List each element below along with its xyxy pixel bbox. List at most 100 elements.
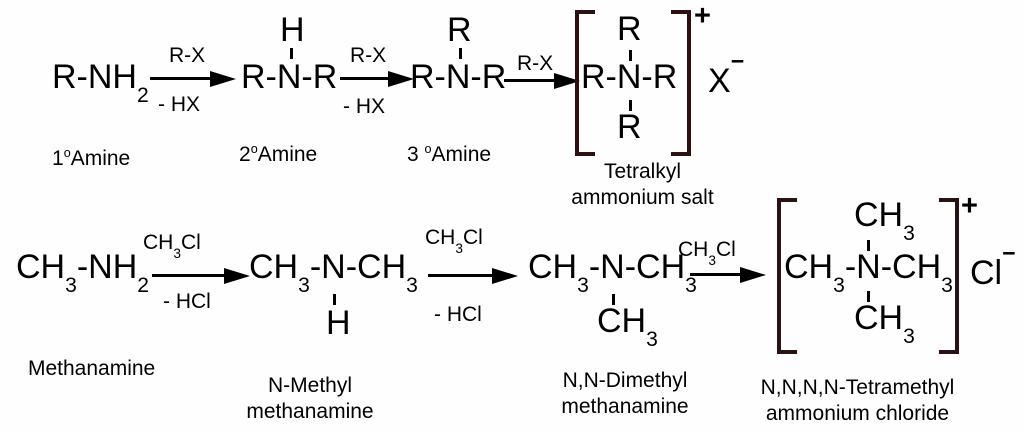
byproduct-label-hcl-1: - HCl — [163, 290, 211, 313]
label-text: Amine — [431, 143, 492, 166]
formula-text: R — [447, 11, 472, 49]
label-text: Amine — [70, 147, 131, 170]
left-bracket — [777, 198, 797, 354]
subscript: 3 — [903, 324, 915, 348]
byproduct-label-hx-2: - HX — [343, 95, 385, 118]
salt-bottom-r: R — [617, 108, 642, 146]
byproduct-label-hcl-2: - HCl — [434, 303, 482, 326]
positive-charge: + — [694, 0, 711, 32]
formula-text: R-NH — [52, 58, 137, 96]
arrow-shaft — [428, 274, 502, 277]
formula-text: Cl — [970, 254, 1003, 292]
reaction-arrow-1 — [150, 70, 236, 88]
negative-charge: − — [1002, 240, 1016, 267]
subscript: 3 — [941, 273, 953, 297]
vertical-bond — [867, 291, 870, 302]
arrow-head-icon — [224, 268, 250, 284]
substituent-h-secondary: H — [280, 11, 305, 49]
subscript: 3 — [708, 253, 716, 269]
subscript: 3 — [903, 221, 915, 245]
formula-text: -NH — [76, 248, 138, 286]
formula-text: H — [280, 11, 305, 49]
degree-symbol: o — [63, 146, 71, 160]
salt-bottom-ch3: CH3 — [854, 299, 915, 347]
formula-text: CH — [249, 248, 299, 286]
formula-primary-amine: R-NH2 — [52, 58, 149, 106]
vertical-bond — [333, 294, 336, 305]
vertical-bond — [459, 48, 462, 59]
positive-charge: + — [961, 190, 978, 222]
formula-text: CH — [854, 299, 904, 337]
arrow-shaft — [152, 274, 234, 277]
label-text: CH — [678, 238, 709, 261]
arrow-shaft — [690, 273, 750, 276]
subscript: 2 — [137, 273, 150, 297]
formula-methanamine: CH3-NH2 — [16, 248, 149, 296]
subscript: 3 — [298, 273, 310, 297]
label-line1: N-Methyl — [267, 374, 352, 397]
vertical-bond — [612, 294, 615, 305]
subscript: 3 — [455, 241, 463, 257]
subscript: 2 — [136, 83, 149, 107]
formula-text: R-N-R — [410, 58, 507, 96]
subscript: 3 — [406, 273, 418, 297]
reaction-arrow-3 — [504, 72, 580, 90]
reagent-label-ch3cl-3: CH3Cl — [678, 238, 736, 268]
formula-text: -N-CH — [588, 248, 686, 286]
formula-dimethyl-methanamine: CH3-N-CH3 — [528, 248, 697, 296]
counterion-cl: Cl− — [970, 242, 1016, 292]
label-text: CH — [143, 231, 174, 254]
formula-text: CH — [528, 248, 578, 286]
label-tetralkyl-salt: Tetralkyl ammonium salt — [555, 159, 730, 211]
formula-text: -N-CH — [309, 248, 407, 286]
reaction-arrow-b3 — [690, 266, 766, 284]
label-text: Cl — [715, 238, 736, 261]
substituent-ch3-below: CH3 — [597, 303, 658, 350]
formula-tertiary-amine: R-N-R — [410, 58, 507, 96]
formula-ammonium-core: R-N-R — [581, 58, 678, 96]
vertical-bond — [629, 50, 632, 61]
degree-symbol: o — [250, 142, 258, 156]
reaction-arrow-b2 — [428, 267, 518, 285]
label-line2: methanamine — [246, 400, 374, 423]
formula-text: H — [326, 304, 351, 342]
arrow-shaft — [340, 77, 398, 80]
right-bracket — [671, 10, 691, 156]
label-line2: ammonium chloride — [765, 402, 950, 425]
right-bracket — [939, 198, 959, 354]
formula-text: R-N-R — [241, 58, 338, 96]
subscript: 3 — [173, 246, 181, 262]
label-number: 2 — [239, 143, 251, 166]
label-number: 1 — [52, 147, 64, 170]
vertical-bond — [290, 48, 293, 59]
formula-text: X — [708, 62, 731, 100]
formula-tetramethylammonium-core: CH3-N-CH3 — [784, 249, 953, 296]
label-line1: N,N-Dimethyl — [562, 369, 688, 392]
arrow-shaft — [150, 77, 220, 80]
byproduct-label-hx-1: - HX — [158, 93, 200, 116]
formula-text: CH — [854, 196, 904, 234]
formula-text: R-N-R — [581, 58, 678, 96]
label-line1: Tetralkyl — [603, 160, 682, 183]
subscript: 3 — [646, 327, 658, 351]
left-bracket — [575, 10, 595, 156]
formula-text: CH — [16, 248, 66, 286]
label-line2: methanamine — [561, 395, 689, 418]
label-methanamine: Methanamine — [28, 357, 156, 380]
degree-symbol: o — [424, 142, 432, 156]
subscript: 3 — [685, 273, 697, 297]
reagent-label-ch3cl-2: CH3Cl — [425, 226, 483, 256]
reaction-arrow-2 — [340, 70, 414, 88]
label-text: Cl — [462, 226, 483, 249]
label-line2: ammonium salt — [571, 186, 714, 209]
negative-charge: − — [730, 48, 745, 75]
arrow-head-icon — [740, 267, 766, 283]
salt-top-r: R — [617, 11, 642, 48]
counterion-x: X− — [708, 50, 744, 100]
reagent-label-rx-1: R-X — [169, 44, 206, 67]
arrow-head-icon — [492, 268, 518, 284]
arrow-head-icon — [554, 73, 580, 89]
reagent-label-rx-2: R-X — [350, 44, 387, 67]
formula-text: R — [617, 108, 642, 146]
